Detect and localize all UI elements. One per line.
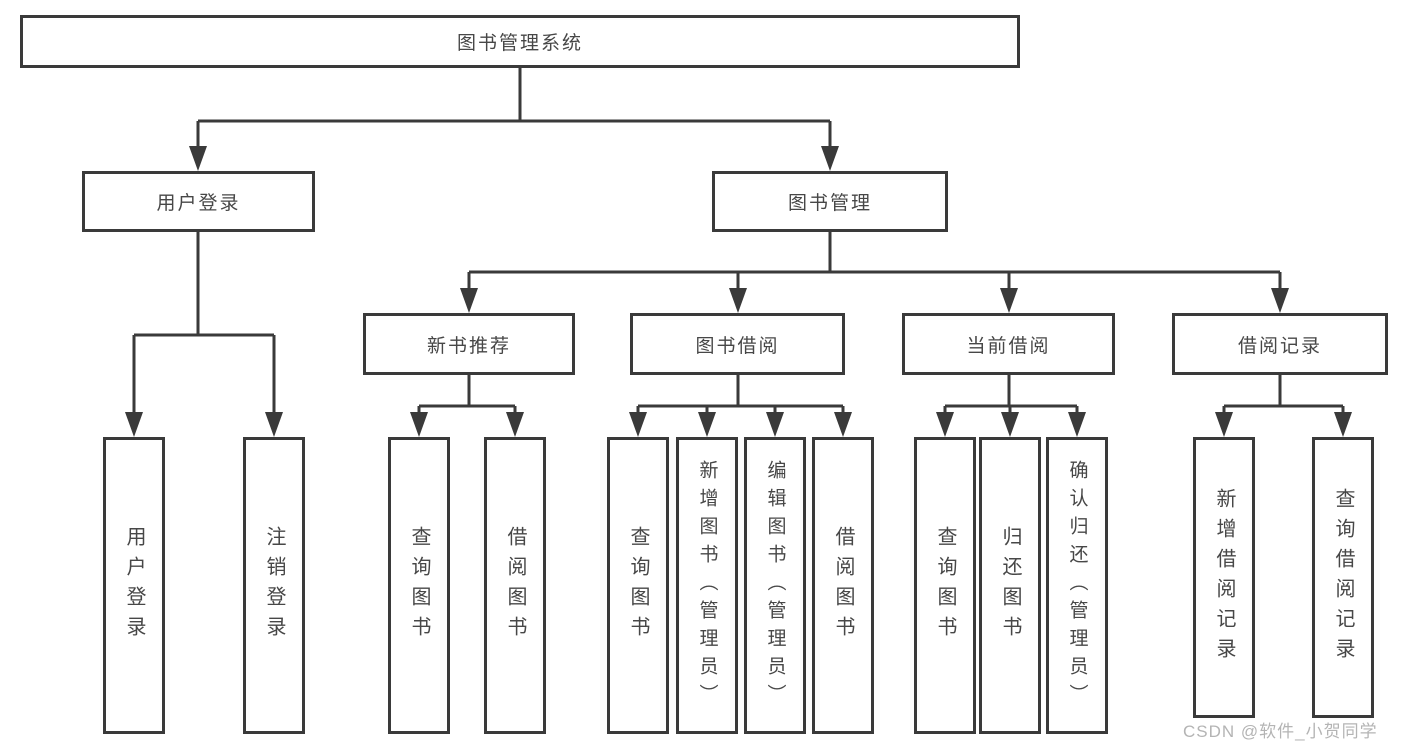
arrow-icon (834, 412, 852, 437)
leaf-label: 查询图书 (934, 525, 956, 646)
arrow-icon (1001, 412, 1019, 437)
arrow-icon (506, 412, 524, 437)
leaf-confirm-return-admin: 确认归还（管理员） (1046, 437, 1108, 734)
arrow-icon (1215, 412, 1233, 437)
node-book-management: 图书管理 (712, 171, 948, 232)
leaf-label: 查询图书 (408, 525, 430, 646)
leaf-label: 查询图书 (627, 525, 649, 646)
leaf-query-borrow-record: 查询借阅记录 (1312, 437, 1374, 718)
leaf-label: 归还图书 (999, 525, 1021, 646)
arrow-icon (821, 146, 839, 171)
leaf-label: 查询借阅记录 (1332, 487, 1354, 668)
connector-book-management-children (467, 232, 1282, 290)
leaf-borrow-books: 借阅图书 (812, 437, 874, 734)
leaf-query-books-borrow: 查询图书 (607, 437, 669, 734)
node-book-borrow: 图书借阅 (630, 313, 845, 375)
connector-user-login-children (132, 232, 276, 414)
arrow-icon (698, 412, 716, 437)
connector-current-borrow-children (943, 375, 1079, 414)
arrow-icon (766, 412, 784, 437)
leaf-label: 新增借阅记录 (1213, 487, 1235, 668)
leaf-borrow-books-recommend: 借阅图书 (484, 437, 546, 734)
arrow-icon (125, 412, 143, 437)
leaf-user-login: 用户登录 (103, 437, 165, 734)
connector-book-borrow-children (636, 375, 845, 414)
leaf-add-books-admin: 新增图书（管理员） (676, 437, 738, 734)
arrow-icon (1000, 288, 1018, 313)
arrow-icon (460, 288, 478, 313)
connector-root-to-level2 (196, 68, 832, 148)
arrow-icon (265, 412, 283, 437)
leaf-return-books: 归还图书 (979, 437, 1041, 734)
arrow-icon (729, 288, 747, 313)
node-borrow-records: 借阅记录 (1172, 313, 1388, 375)
leaf-logout: 注销登录 (243, 437, 305, 734)
node-library-system: 图书管理系统 (20, 15, 1020, 68)
leaf-add-borrow-record: 新增借阅记录 (1193, 437, 1255, 718)
leaf-label: 确认归还（管理员） (1066, 459, 1088, 712)
leaf-label: 借阅图书 (504, 525, 526, 646)
arrow-icon (189, 146, 207, 171)
arrow-icon (936, 412, 954, 437)
node-user-login: 用户登录 (82, 171, 315, 232)
node-new-book-recommend: 新书推荐 (363, 313, 575, 375)
arrow-icon (1068, 412, 1086, 437)
arrow-icon (1271, 288, 1289, 313)
arrow-icon (629, 412, 647, 437)
leaf-label: 用户登录 (123, 525, 145, 646)
leaf-label: 新增图书（管理员） (696, 459, 718, 712)
connector-borrow-records-children (1222, 375, 1345, 414)
arrow-icon (1334, 412, 1352, 437)
arrow-icon (410, 412, 428, 437)
leaf-edit-books-admin: 编辑图书（管理员） (744, 437, 806, 734)
connector-new-book-children (417, 375, 517, 414)
leaf-label: 注销登录 (263, 525, 285, 646)
node-current-borrow: 当前借阅 (902, 313, 1115, 375)
csdn-watermark: CSDN @软件_小贺同学 (1183, 722, 1378, 741)
leaf-query-books-current: 查询图书 (914, 437, 976, 734)
leaf-query-books-recommend: 查询图书 (388, 437, 450, 734)
leaf-label: 借阅图书 (832, 525, 854, 646)
leaf-label: 编辑图书（管理员） (764, 459, 786, 712)
